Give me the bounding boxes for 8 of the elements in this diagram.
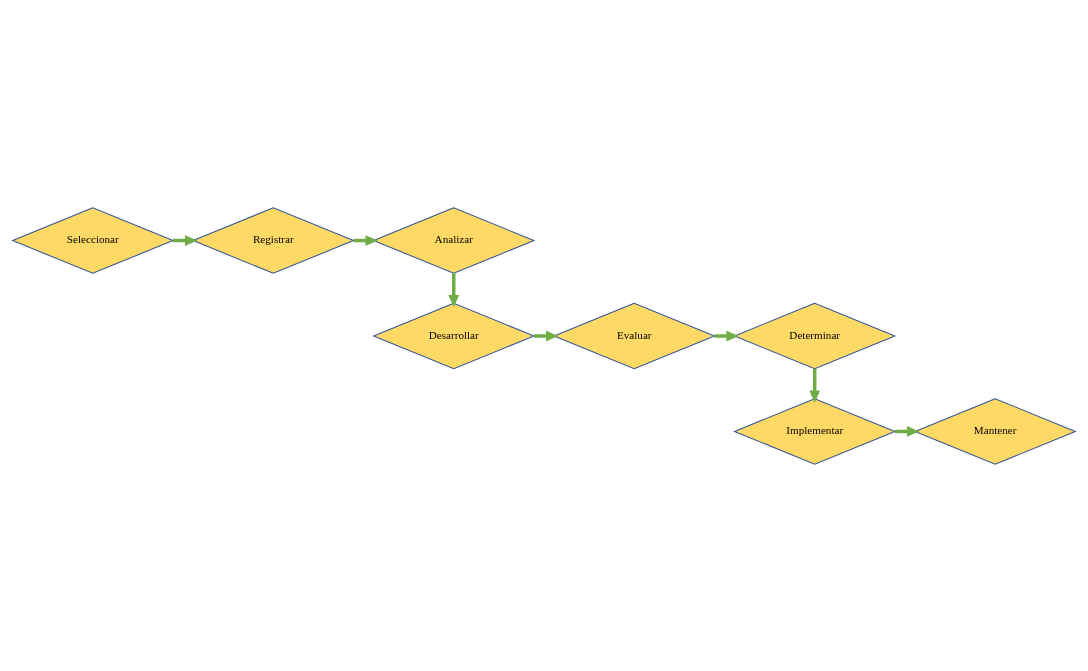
node-diamond: Seleccionar <box>11 206 175 274</box>
node-diamond: Desarrollar <box>372 302 536 369</box>
arrow <box>533 330 559 341</box>
arrow <box>448 272 460 307</box>
node-diamond: Analizar <box>372 206 536 274</box>
arrow <box>809 368 821 403</box>
arrow <box>714 330 739 341</box>
node-diamond: Implementar <box>733 397 897 465</box>
